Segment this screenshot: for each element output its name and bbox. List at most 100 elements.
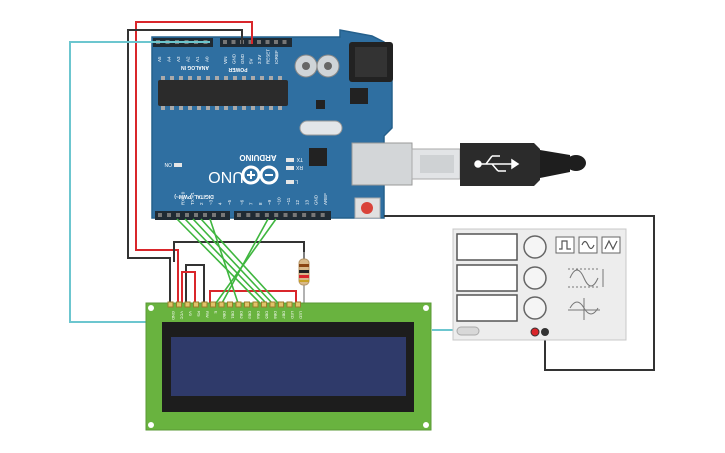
header-hole[interactable] — [158, 213, 162, 217]
chip-pin — [278, 106, 282, 110]
header-hole[interactable] — [282, 40, 287, 44]
knob-frequency[interactable] — [523, 235, 547, 259]
header-hole[interactable] — [221, 213, 225, 217]
generator-negative-terminal[interactable] — [541, 328, 549, 336]
tx-led — [286, 158, 294, 162]
header-hole[interactable] — [212, 213, 216, 217]
header-hole[interactable] — [246, 213, 251, 217]
header-hole[interactable] — [185, 213, 189, 217]
l-led — [286, 180, 294, 184]
header-hole[interactable] — [223, 40, 227, 44]
knob-amplitude[interactable] — [523, 266, 547, 290]
power-pin-label: VIN — [223, 56, 228, 64]
header-hole[interactable] — [264, 213, 269, 217]
lcd-pin[interactable] — [286, 301, 293, 308]
chip-pin — [197, 76, 201, 80]
wire-lcd-rw-black[interactable] — [185, 264, 205, 303]
header-hole[interactable] — [194, 213, 198, 217]
power-pin-label: GND — [232, 53, 237, 64]
header-hole[interactable] — [167, 213, 171, 217]
chip-pin — [269, 106, 273, 110]
arduino-uno-board[interactable]: UNO ARDUINO TX RX L ON ANALOG IN POWER D… — [151, 29, 393, 220]
power-header[interactable] — [220, 38, 292, 47]
digital-header-high[interactable] — [234, 211, 331, 220]
wire-lcd-contrast-black[interactable] — [173, 241, 305, 262]
generator-positive-terminal[interactable] — [530, 327, 540, 337]
lcd-pin-label: GND — [171, 311, 176, 320]
usb-cable[interactable] — [351, 142, 586, 186]
wire-lcd-red-1[interactable] — [181, 271, 196, 303]
digital-pin-label: RX←0 — [181, 191, 186, 205]
display-amplitude — [456, 264, 518, 292]
amplitude-graphic-icon — [568, 268, 604, 288]
lcd-pin[interactable] — [218, 301, 225, 308]
chip-pin — [206, 106, 210, 110]
resistor[interactable] — [298, 252, 310, 303]
usb-interface-chip — [309, 148, 327, 166]
lcd-pin-label: RW — [205, 311, 210, 318]
wire-5v-red[interactable] — [135, 21, 253, 303]
digital-pin-label: 4 — [218, 202, 223, 205]
lcd-pin[interactable] — [201, 301, 208, 308]
header-hole[interactable] — [274, 213, 279, 217]
header-hole[interactable] — [231, 40, 236, 44]
lcd-pin[interactable] — [261, 301, 267, 308]
on-led — [174, 163, 182, 167]
digital-header-low[interactable] — [155, 211, 230, 220]
header-hole[interactable] — [311, 213, 316, 217]
header-hole[interactable] — [176, 213, 180, 217]
wire-lcd-led-red[interactable] — [209, 290, 297, 303]
header-hole[interactable] — [265, 40, 270, 44]
analog-pin-label: A2 — [186, 56, 191, 62]
wire-generator-gnd[interactable] — [384, 215, 655, 371]
wire-a5-cyan[interactable] — [69, 41, 210, 323]
knob-offset[interactable] — [523, 296, 547, 320]
analog-pin-label: A1 — [195, 56, 200, 62]
function-generator[interactable] — [452, 228, 627, 341]
lcd-pin[interactable] — [193, 301, 199, 308]
square-wave-button[interactable] — [555, 236, 575, 254]
display-frequency — [456, 233, 518, 261]
header-hole[interactable] — [283, 213, 288, 217]
header-hole[interactable] — [237, 213, 241, 217]
lcd-pin[interactable] — [252, 301, 259, 308]
lcd-screen[interactable] — [171, 337, 406, 396]
lcd-pin[interactable] — [278, 301, 284, 308]
digital-pin-label: ~10 — [277, 197, 282, 205]
small-ic — [316, 100, 325, 109]
usb-symbol-icon — [474, 155, 520, 172]
header-hole[interactable] — [203, 213, 207, 217]
chip-pin — [260, 76, 264, 80]
lcd-pin[interactable] — [227, 301, 233, 308]
header-hole[interactable] — [274, 40, 278, 44]
wire-data-green[interactable] — [176, 218, 279, 304]
header-hole[interactable] — [257, 40, 261, 44]
wires[interactable] — [69, 21, 655, 371]
lcd-pin[interactable] — [269, 301, 276, 308]
lcd-pin[interactable] — [210, 301, 216, 308]
digital-pin-label: AREF — [323, 193, 328, 205]
lcd-pin[interactable] — [176, 301, 182, 308]
header-hole[interactable] — [248, 40, 253, 44]
chip-pin — [278, 76, 282, 80]
chip-pin — [224, 106, 228, 110]
header-hole[interactable] — [255, 213, 260, 217]
lcd-pin-label: DB4 — [256, 311, 261, 320]
header-hole[interactable] — [302, 213, 307, 217]
lcd-pin[interactable] — [295, 301, 301, 308]
lcd-pin-label: E — [214, 311, 219, 314]
chip-pin — [161, 106, 165, 110]
header-hole[interactable] — [320, 213, 325, 217]
reset-button[interactable] — [361, 202, 373, 214]
lcd-pin[interactable] — [167, 301, 174, 308]
lcd-pin[interactable] — [235, 301, 242, 308]
offset-graphic-icon — [568, 298, 600, 320]
wire-gnd-black[interactable] — [127, 29, 243, 303]
lcd-pin[interactable] — [184, 301, 191, 308]
header-hole[interactable] — [292, 213, 297, 217]
chip-pin — [251, 76, 255, 80]
chip-pin — [233, 76, 237, 80]
lcd-pin[interactable] — [244, 301, 250, 308]
